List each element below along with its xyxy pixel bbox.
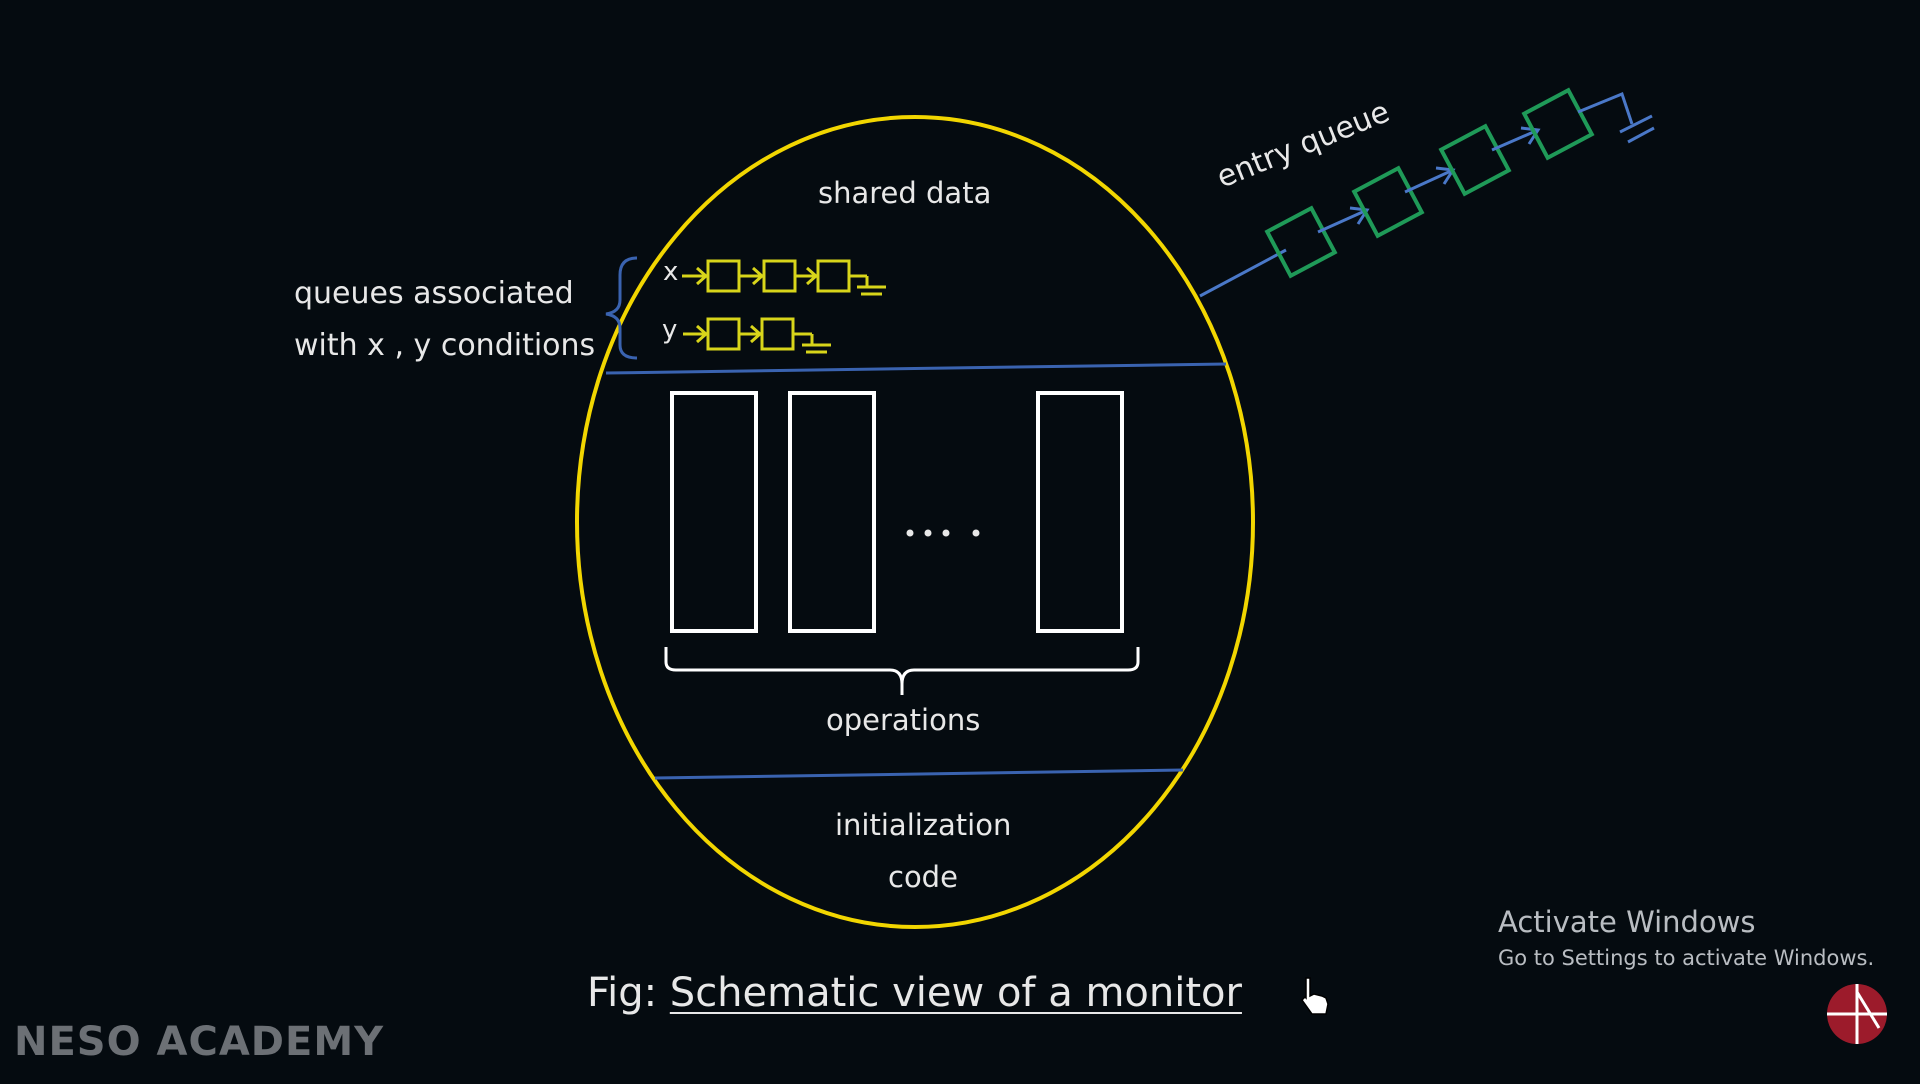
shared-data-label: shared data — [818, 176, 992, 210]
figure-caption-prefix: Fig: — [587, 970, 670, 1016]
queue-x — [682, 259, 886, 296]
queue-y — [683, 317, 831, 354]
operation-box-1 — [670, 391, 758, 633]
entry-queue-label: entry queue — [1212, 94, 1395, 195]
ellipsis-dots — [906, 529, 980, 537]
queues-brace — [605, 256, 638, 360]
initialization-label-line2: code — [888, 860, 958, 894]
operations-brace — [664, 647, 1140, 695]
initialization-label-line1: initialization — [835, 808, 1012, 842]
queue-y-label: y — [662, 315, 678, 345]
figure-caption-title: Schematic view of a monitor — [669, 970, 1242, 1016]
queues-label-line2: with x , y conditions — [294, 328, 596, 363]
divider-shared-data — [605, 362, 1227, 375]
divider-initialization — [654, 768, 1184, 780]
activate-windows-title: Activate Windows — [1498, 905, 1756, 939]
queue-x-label: x — [663, 257, 679, 287]
neso-logo-icon — [1827, 984, 1887, 1044]
monitor-boundary — [575, 115, 1255, 929]
brand-name: NESO ACADEMY — [14, 1019, 385, 1065]
entry-queue — [1199, 87, 1655, 298]
hand-pointer-icon — [1301, 977, 1329, 1015]
activate-windows-subtitle: Go to Settings to activate Windows. — [1498, 946, 1875, 970]
figure-caption: Fig: Schematic view of a monitor — [587, 970, 1242, 1016]
operations-label: operations — [826, 703, 981, 737]
queues-label-line1: queues associated — [294, 276, 574, 311]
operation-box-n — [1036, 391, 1124, 633]
operation-box-2 — [788, 391, 876, 633]
